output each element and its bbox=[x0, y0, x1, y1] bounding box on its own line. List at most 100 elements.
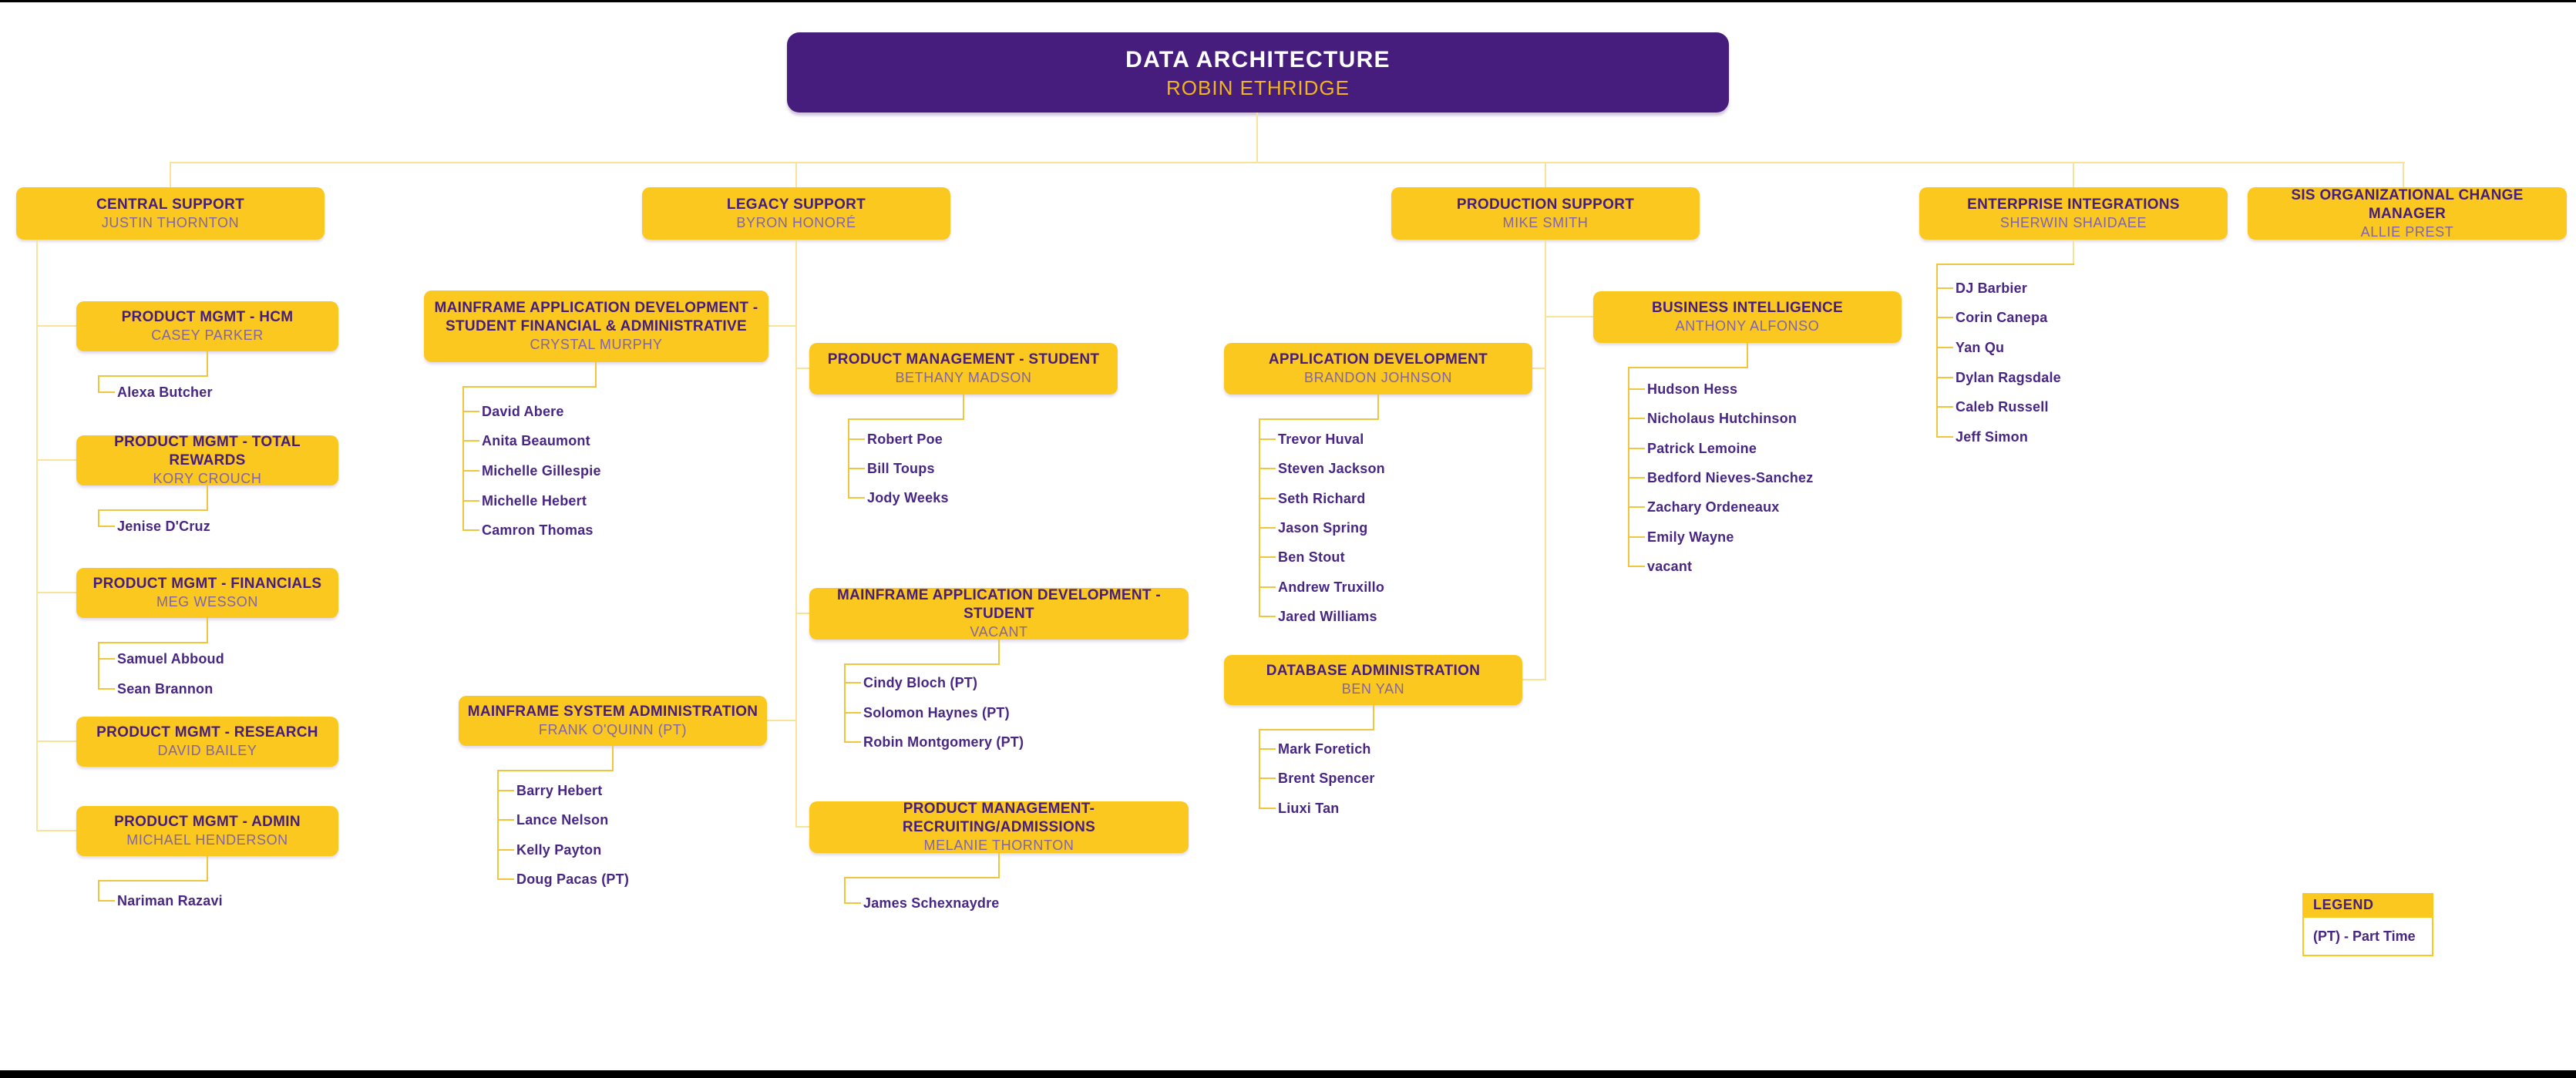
connector-line bbox=[1628, 477, 1645, 479]
box-manager: ALLIE PREST bbox=[2360, 223, 2454, 240]
connector-line bbox=[1628, 368, 1629, 566]
org-box-product-mgmt-total-rewards: PRODUCT MGMT - TOTAL REWARDS KORY CROUCH bbox=[76, 434, 338, 486]
connector-line bbox=[98, 880, 208, 882]
org-box-mainframe-app-dev-student: MAINFRAME APPLICATION DEVELOPMENT - STUD… bbox=[809, 587, 1189, 640]
connector-line bbox=[1628, 448, 1645, 449]
connector-line bbox=[1259, 498, 1276, 499]
bottom-border bbox=[0, 1070, 2576, 1078]
connector-line bbox=[848, 419, 849, 498]
root-manager: ROBIN ETHRIDGE bbox=[1166, 76, 1350, 99]
connector-line bbox=[36, 592, 76, 593]
box-manager: CASEY PARKER bbox=[151, 327, 264, 343]
connector-line bbox=[848, 468, 865, 469]
legend-body: (PT) - Part Time bbox=[2302, 916, 2433, 956]
connector-line bbox=[1259, 808, 1276, 809]
connector-line bbox=[497, 771, 499, 879]
member-corin-canepa: Corin Canepa bbox=[1956, 310, 2048, 325]
org-box-product-mgmt-research: PRODUCT MGMT - RESEARCH DAVID BAILEY bbox=[76, 717, 338, 767]
connector-line bbox=[207, 485, 208, 510]
org-box-application-development: APPLICATION DEVELOPMENT BRANDON JOHNSON bbox=[1224, 343, 1532, 395]
member-trevor-huval: Trevor Huval bbox=[1278, 432, 1364, 447]
box-manager: FRANK O'QUINN (PT) bbox=[538, 722, 688, 737]
legend-header: LEGEND bbox=[2302, 893, 2433, 916]
connector-line bbox=[595, 362, 597, 387]
org-box-mainframe-app-dev-sfa: MAINFRAME APPLICATION DEVELOPMENT - STUD… bbox=[424, 290, 768, 362]
box-title: LEGACY SUPPORT bbox=[726, 196, 866, 213]
connector-line bbox=[844, 878, 846, 904]
connector-line bbox=[848, 497, 865, 499]
connector-line bbox=[207, 351, 208, 376]
box-title: MAINFRAME SYSTEM ADMINISTRATION bbox=[467, 704, 758, 720]
connector-line bbox=[462, 529, 479, 531]
box-manager: MEG WESSON bbox=[156, 594, 258, 610]
org-box-business-intelligence: BUSINESS INTELLIGENCE ANTHONY ALFONSO bbox=[1593, 291, 1902, 343]
connector-line bbox=[1628, 536, 1645, 538]
org-box-sis-org-change-manager: SIS ORGANIZATIONAL CHANGE MANAGER ALLIE … bbox=[2248, 187, 2567, 240]
connector-line bbox=[848, 418, 964, 420]
connector-line bbox=[844, 902, 861, 904]
member-david-abere: David Abere bbox=[482, 404, 564, 419]
box-manager: BRANDON JOHNSON bbox=[1303, 370, 1452, 385]
connector-line bbox=[98, 526, 115, 527]
connector-line bbox=[207, 856, 208, 881]
member-camron-thomas: Camron Thomas bbox=[482, 522, 594, 538]
connector-line bbox=[844, 741, 861, 743]
connector-line bbox=[1545, 316, 1593, 317]
connector-line bbox=[1522, 679, 1546, 680]
member-kelly-payton: Kelly Payton bbox=[516, 842, 602, 858]
connector-line bbox=[795, 613, 809, 614]
connector-line bbox=[795, 163, 797, 188]
connector-line bbox=[998, 640, 1000, 664]
connector-line bbox=[1259, 419, 1260, 616]
box-manager: DAVID BAILEY bbox=[157, 743, 257, 758]
connector-line bbox=[1532, 368, 1546, 369]
connector-line bbox=[1259, 729, 1374, 730]
member-cindy-bloch: Cindy Bloch (PT) bbox=[863, 675, 978, 690]
connector-line bbox=[1628, 566, 1645, 567]
member-zachary-ordeneaux: Zachary Ordeneaux bbox=[1647, 499, 1780, 515]
org-box-production-support: PRODUCTION SUPPORT MIKE SMITH bbox=[1391, 187, 1700, 240]
connector-line bbox=[2403, 163, 2404, 188]
box-title: CENTRAL SUPPORT bbox=[96, 196, 245, 213]
connector-line bbox=[844, 663, 1000, 665]
connector-line bbox=[98, 642, 208, 643]
member-jared-williams: Jared Williams bbox=[1278, 609, 1377, 624]
connector-line bbox=[1628, 388, 1645, 390]
member-emily-wayne: Emily Wayne bbox=[1647, 529, 1734, 545]
connector-line bbox=[1259, 777, 1276, 779]
org-box-product-mgmt-admin: PRODUCT MGMT - ADMIN MICHAEL HENDERSON bbox=[76, 806, 338, 856]
connector-line bbox=[462, 500, 479, 502]
connector-line bbox=[98, 881, 99, 901]
member-mark-foretich: Mark Foretich bbox=[1278, 741, 1371, 757]
connector-line bbox=[1256, 113, 1258, 163]
box-manager: BYRON HONORÉ bbox=[736, 214, 856, 230]
member-brent-spencer: Brent Spencer bbox=[1278, 771, 1375, 786]
connector-line bbox=[98, 391, 115, 393]
member-bedford-nieves-sanchez: Bedford Nieves-Sanchez bbox=[1647, 470, 1814, 485]
member-lance-nelson: Lance Nelson bbox=[516, 812, 609, 828]
member-michelle-gillespie: Michelle Gillespie bbox=[482, 463, 601, 479]
connector-line bbox=[98, 658, 115, 660]
connector-line bbox=[612, 746, 614, 771]
org-box-product-mgmt-financials: PRODUCT MGMT - FINANCIALS MEG WESSON bbox=[76, 568, 338, 618]
member-bill-toups: Bill Toups bbox=[867, 461, 935, 476]
org-box-database-administration: DATABASE ADMINISTRATION BEN YAN bbox=[1224, 655, 1522, 705]
member-dj-barbier: DJ Barbier bbox=[1956, 280, 2028, 296]
member-solomon-haynes: Solomon Haynes (PT) bbox=[863, 705, 1010, 720]
box-title: PRODUCT MANAGEMENT- RECRUITING/ADMISSION… bbox=[902, 801, 1096, 835]
box-title: PRODUCT MGMT - FINANCIALS bbox=[92, 576, 322, 592]
connector-line bbox=[462, 470, 479, 472]
org-box-legacy-support: LEGACY SUPPORT BYRON HONORÉ bbox=[642, 187, 950, 240]
org-box-enterprise-integrations: ENTERPRISE INTEGRATIONS SHERWIN SHAIDAEE bbox=[1919, 187, 2228, 240]
connector-line bbox=[36, 325, 76, 327]
legend-title: LEGEND bbox=[2313, 896, 2374, 912]
connector-line bbox=[462, 386, 597, 388]
connector-line bbox=[1259, 586, 1276, 588]
box-title: ENTERPRISE INTEGRATIONS bbox=[1967, 196, 2180, 213]
connector-line bbox=[767, 720, 797, 721]
org-box-product-mgmt-hcm: PRODUCT MGMT - HCM CASEY PARKER bbox=[76, 301, 338, 351]
legend-entry: (PT) - Part Time bbox=[2313, 928, 2416, 944]
member-anita-beaumont: Anita Beaumont bbox=[482, 433, 590, 448]
box-manager: SHERWIN SHAIDAEE bbox=[1999, 214, 2147, 230]
connector-line bbox=[1936, 287, 1953, 289]
